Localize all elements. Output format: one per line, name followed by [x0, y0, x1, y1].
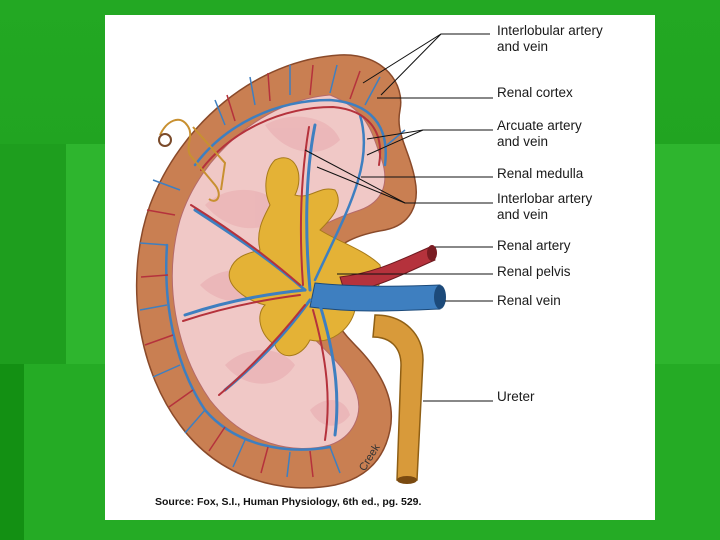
renal-vein-shape — [309, 282, 441, 312]
label-line: Renal vein — [497, 293, 561, 308]
kidney-illustration — [135, 33, 493, 489]
interlobular-arteries — [140, 64, 361, 478]
background-panel — [0, 364, 24, 540]
interlobular-vessels — [139, 64, 406, 478]
background-panel — [0, 144, 66, 364]
label-renal-medulla: Renal medulla — [497, 166, 583, 182]
kidney-diagram-card: Interlobular artery and vein Renal corte… — [105, 15, 655, 520]
label-line: and vein — [497, 134, 549, 149]
label-line: and vein — [497, 39, 549, 54]
label-line: Arcuate artery — [497, 118, 582, 133]
label-interlobar-artery-and-vein: Interlobar artery and vein — [497, 191, 592, 223]
label-arcuate-artery-and-vein: Arcuate artery and vein — [497, 118, 582, 150]
vessel-network — [165, 98, 387, 451]
leader-lines — [304, 33, 493, 402]
label-renal-vein: Renal vein — [497, 293, 561, 309]
renal-artery-end — [427, 245, 437, 261]
source-citation: Source: Fox, S.I., Human Physiology, 6th… — [155, 496, 422, 508]
nephron-sketch — [158, 118, 227, 202]
label-interlobular-artery-and-vein: Interlobular artery and vein — [497, 23, 603, 55]
label-line: Renal medulla — [497, 166, 584, 181]
label-renal-pelvis: Renal pelvis — [497, 264, 571, 280]
ureter-end — [397, 476, 417, 484]
renal-vein-end — [434, 285, 446, 309]
label-line: Ureter — [497, 389, 535, 404]
label-line: Renal pelvis — [497, 264, 571, 279]
label-line: Renal artery — [497, 238, 571, 253]
label-line: Interlobar artery — [497, 191, 593, 206]
label-line: Renal cortex — [497, 85, 573, 100]
label-line: Interlobular artery — [497, 23, 603, 38]
label-ureter: Ureter — [497, 389, 535, 405]
label-renal-artery: Renal artery — [497, 238, 571, 254]
label-line: and vein — [497, 207, 549, 222]
label-renal-cortex: Renal cortex — [497, 85, 573, 101]
